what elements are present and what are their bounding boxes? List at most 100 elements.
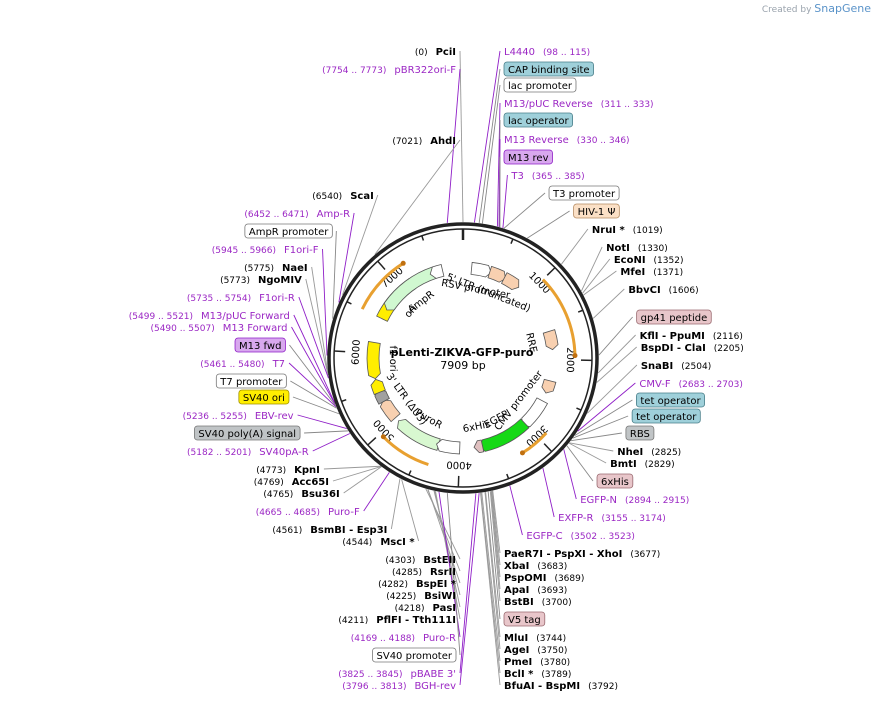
label-name: pBR322ori-F — [394, 65, 456, 76]
leader-line — [363, 472, 390, 512]
label-range: (4211) — [338, 616, 368, 626]
label-name: CMV-F — [639, 379, 670, 390]
label-name: NotI — [606, 243, 630, 254]
label-range: (3744) — [536, 634, 566, 644]
label-xbai: XbaI(3683) — [504, 561, 567, 572]
snapgene-logo: SnapGene — [814, 2, 871, 15]
leader-line — [502, 174, 508, 229]
leader-line — [527, 210, 570, 239]
label-range: (3700) — [542, 598, 572, 608]
label-ahdi: AhdI(7021) — [392, 136, 456, 147]
label-kfli-ppumi: KflI - PpuMI(2116) — [640, 331, 743, 342]
label-tet-operator: tet operator — [631, 408, 701, 424]
label-bsu36i: Bsu36I(4765) — [263, 489, 339, 500]
label-puro-f: Puro-F(4665 .. 4685) — [256, 507, 360, 518]
label-sv40-ori: SV40 ori — [238, 389, 290, 405]
label-exfp-r: EXFP-R (3155 .. 3174) — [558, 513, 666, 524]
label-sv40-poly-a-signal: SV40 poly(A) signal — [194, 425, 301, 441]
leader-line — [583, 270, 617, 296]
label-pmei: PmeI(3780) — [504, 657, 570, 668]
label-name: BsiWI — [424, 591, 456, 602]
label-range: (5490 .. 5507) — [150, 324, 214, 334]
label-range: (1330) — [638, 244, 668, 254]
label-t3: T3(365 .. 385) — [510, 171, 584, 182]
label-range: (4769) — [254, 478, 284, 488]
leader-line — [293, 314, 335, 403]
label-name: NaeI — [282, 263, 308, 274]
leader-line — [288, 362, 337, 408]
leader-line — [492, 490, 501, 554]
label-name: SV40 promoter — [377, 651, 453, 662]
label-name: F1ori-R — [259, 293, 295, 304]
label-m13-puc-forward: M13/pUC Forward(5499 .. 5521) — [129, 311, 290, 322]
label-egfp-n: EGFP-N(2894 .. 2915) — [580, 495, 689, 506]
label-box — [631, 408, 701, 424]
label-range: (3796 .. 3813) — [342, 682, 406, 692]
label-range: (98 .. 115) — [543, 48, 590, 58]
leader-line — [343, 466, 382, 494]
label-range: (7021) — [392, 137, 422, 147]
feature-f1-ori — [366, 340, 381, 380]
label-name: KpnI — [294, 465, 320, 476]
label-name: SV40 poly(A) signal — [198, 429, 296, 440]
label-sv40pa-r: SV40pA-R(5182 .. 5201) — [187, 447, 309, 458]
label-rbs: RBS — [625, 425, 655, 441]
label-name: NheI — [617, 447, 643, 458]
plasmid-name: pLenti-ZIKVA-GFP-puro — [391, 346, 534, 359]
label-box — [194, 425, 301, 441]
snapgene-credit: Created by SnapGene — [762, 2, 871, 15]
label-noti: NotI (1330) — [606, 243, 668, 254]
leader-line — [459, 50, 464, 223]
label-name: M13/pUC Reverse — [504, 99, 593, 110]
label-name: AgeI — [504, 645, 529, 656]
label-range: (5945 .. 5966) — [212, 246, 276, 256]
tick-mark — [510, 238, 514, 244]
label-leaders — [288, 50, 638, 686]
label-name: ScaI — [350, 191, 374, 202]
orf-arc-end — [380, 434, 386, 440]
feature-cppt — [541, 378, 557, 394]
label-box — [636, 309, 712, 325]
label-pspomi: PspOMI(3689) — [504, 573, 584, 584]
leader-line — [487, 491, 501, 620]
leader-line — [332, 230, 337, 319]
label-mfei: MfeI(1371) — [620, 267, 683, 278]
label-m13-fwd: M13 fwd — [234, 337, 286, 353]
label-name: RsrII — [430, 567, 456, 578]
label-name: PmeI — [504, 657, 532, 668]
label-name: Puro-F — [328, 507, 360, 518]
label-egfp-c: EGFP-C(3502 .. 3523) — [526, 531, 635, 542]
label-name: ApaI — [504, 585, 529, 596]
label-range: (4561) — [272, 526, 302, 536]
label-range: (3683) — [537, 562, 567, 572]
tick-label: 2000 — [564, 347, 575, 373]
tick-mark — [546, 267, 556, 276]
label-range: (3155 .. 3174) — [601, 514, 665, 524]
label-name: EXFP-R — [558, 513, 593, 524]
label-name: BstEII — [423, 555, 456, 566]
label-range: (4282) — [378, 580, 408, 590]
leader-line — [597, 334, 636, 374]
label-box — [238, 389, 290, 405]
label-name: M13 Forward — [223, 323, 288, 334]
orange-arcs — [360, 260, 578, 466]
label-range: (3689) — [554, 574, 584, 584]
label-range: (2504) — [681, 362, 711, 372]
leader-line — [473, 50, 501, 223]
label-gp41-peptide: gp41 peptide — [636, 309, 712, 325]
leader-line — [446, 68, 461, 223]
label-name: M13 fwd — [239, 341, 281, 352]
label-name: PflFI - Tth111I — [376, 615, 456, 626]
label-name: T7 promoter — [219, 377, 283, 388]
label-m13-rev: M13 rev — [503, 149, 553, 165]
leader-line — [509, 485, 523, 536]
feature-rre — [542, 329, 559, 351]
feature-label: 6xHis — [462, 419, 491, 435]
leader-line — [478, 68, 501, 224]
label-name: NgoMIV — [258, 275, 302, 286]
label-l4440: L4440(98 .. 115) — [504, 47, 590, 58]
label-box — [215, 373, 287, 389]
label-range: (5182 .. 5201) — [187, 448, 251, 458]
feature-label: AmpR — [406, 289, 437, 316]
